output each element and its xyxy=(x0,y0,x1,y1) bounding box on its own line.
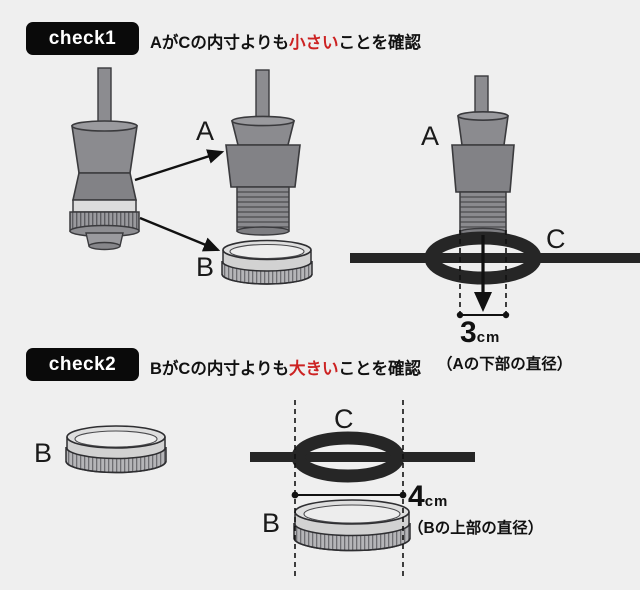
check2-scene-b-top-inner-ring xyxy=(303,504,401,524)
check1-measure-dot-right xyxy=(502,311,510,319)
check1-headline-highlight: 小さい xyxy=(289,34,339,52)
label-part-b: B xyxy=(196,252,214,282)
part-b-top-inner-ring xyxy=(229,243,305,260)
check1-assembled-faucet xyxy=(69,67,140,251)
part-a-top-ellipse xyxy=(231,115,295,127)
check2-b-top-inner-ring xyxy=(74,430,158,448)
label-part-a: A xyxy=(196,116,214,146)
faucet-upper-cone xyxy=(71,125,138,174)
check2-headline-suffix: ことを確認 xyxy=(338,360,422,378)
check1-exploded-part-b xyxy=(221,239,313,285)
check2-badge: check2 xyxy=(26,348,139,381)
check2-dimension-unit: cm xyxy=(424,493,449,510)
faucet-stem xyxy=(97,67,112,123)
insertion-arrowhead xyxy=(474,292,492,312)
check2-measure-dot-right xyxy=(399,491,407,499)
check1-measure-dot-left xyxy=(456,311,464,319)
scene-a-top-ellipse xyxy=(457,111,509,122)
part-a-lower-cone xyxy=(225,144,301,188)
check1-headline-prefix: AがCの内寸よりも xyxy=(150,34,290,52)
check2-dimension-caption: （Bの上部の直径） xyxy=(408,520,544,537)
label-part-b-scene: B xyxy=(262,508,280,538)
arrow-to-part-a xyxy=(134,149,225,182)
check2-headline-prefix: BがCの内寸よりも xyxy=(150,360,290,378)
check1-dimension-value: 3cm xyxy=(460,316,500,350)
check2-measure-dot-left xyxy=(291,491,299,499)
label-part-c-check2: C xyxy=(334,404,354,434)
check1-dimension-caption: （Aの下部の直径） xyxy=(437,356,573,373)
part-a-thread-bottom xyxy=(236,226,290,236)
part-a-thread-cylinder xyxy=(236,186,290,232)
check2-headline-highlight: 大きい xyxy=(289,360,339,378)
faucet-collar-band xyxy=(72,199,137,213)
scene-a-thread-lines xyxy=(460,196,506,228)
check1-exploded-part-a xyxy=(225,69,301,236)
check2-dimension-number: 4 xyxy=(408,480,425,513)
scene-a-lower-cone xyxy=(451,144,515,193)
check1-insertion-scene: C A xyxy=(350,75,640,319)
check1-surface-bar xyxy=(350,253,640,263)
faucet-lower-cone xyxy=(72,172,137,201)
check2-ring-c xyxy=(291,431,405,483)
part-a-stem xyxy=(255,69,270,119)
check1-dimension-number: 3 xyxy=(460,316,477,349)
check1-headline: AがCの内寸よりも小さいことを確認 xyxy=(150,29,421,53)
check2-headline: BがCの内寸よりも大きいことを確認 xyxy=(150,355,421,379)
check2-b-bottom-edge xyxy=(65,460,167,474)
check2-surface-bar xyxy=(250,452,475,462)
part-a-thread-lines xyxy=(237,191,289,228)
label-part-c-check1: C xyxy=(546,224,566,254)
faucet-top-ellipse xyxy=(71,120,138,132)
label-part-b-standalone: B xyxy=(34,438,52,468)
check2-dimension-value: 4cm xyxy=(408,480,448,514)
arrow-to-part-b xyxy=(139,216,221,252)
part-b-bottom-edge xyxy=(221,273,313,285)
check2-comparison-scene: C B xyxy=(250,400,475,578)
faucet-nozzle-bottom xyxy=(88,241,121,251)
check1-dimension-unit: cm xyxy=(476,329,501,346)
check1-headline-suffix: ことを確認 xyxy=(338,34,422,52)
scene-a-stem xyxy=(474,75,489,117)
check2-standalone-part-b: B xyxy=(34,425,167,474)
check1-badge: check1 xyxy=(26,22,139,55)
check2-scene-b-bottom-edge xyxy=(293,537,411,552)
label-part-a-scene: A xyxy=(421,121,439,151)
